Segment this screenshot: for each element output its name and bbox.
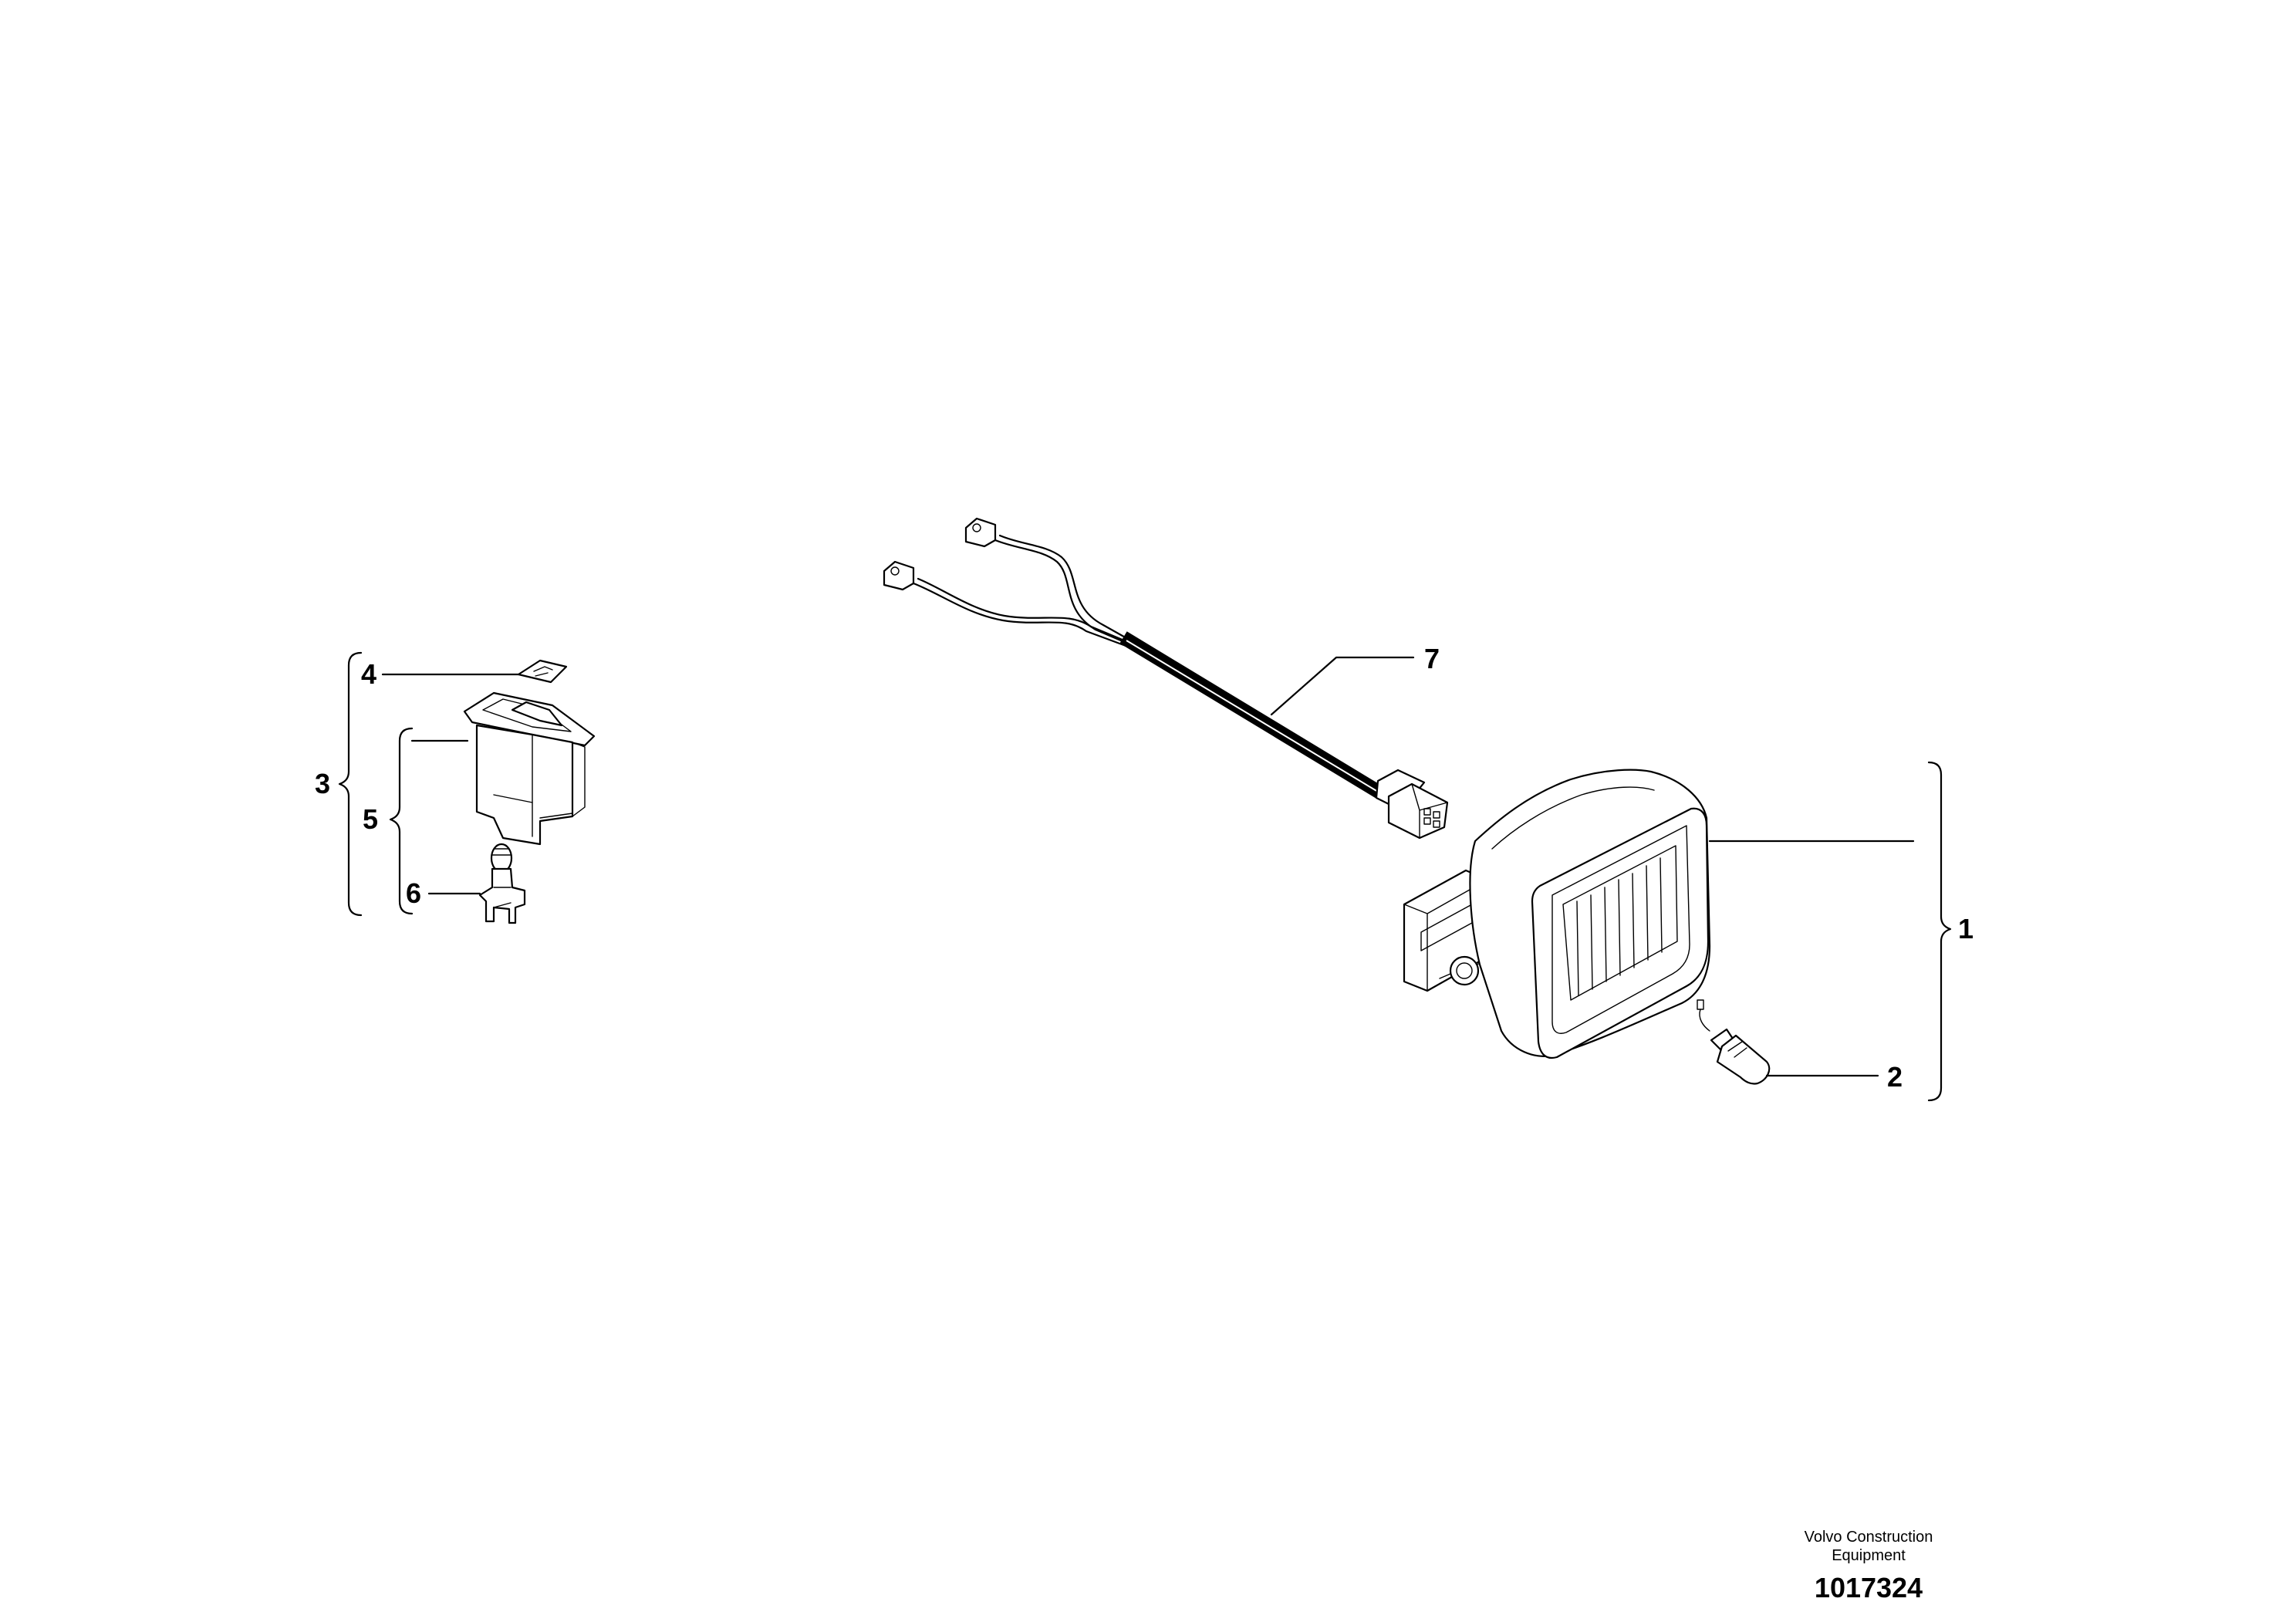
brace-item-3 (338, 651, 363, 917)
callout-5: 5 (363, 803, 378, 835)
switch-decal-icon (517, 659, 568, 684)
brand-line-2: Equipment (1832, 1547, 1906, 1564)
callout-2: 2 (1887, 1061, 1903, 1093)
callout-4: 4 (361, 658, 376, 690)
leader-7 (1270, 656, 1415, 716)
brand-line-1: Volvo Construction (1805, 1529, 1933, 1546)
rocker-switch-icon (463, 691, 596, 846)
callout-7: 7 (1424, 643, 1440, 674)
brace-item-1 (1927, 761, 1952, 1102)
lamp-bulb-icon (1697, 999, 1771, 1085)
document-number: 1017324 (1815, 1572, 1923, 1603)
callout-1: 1 (1958, 913, 1974, 944)
wiring-harness-icon (883, 517, 1449, 840)
indicator-bulb-icon (478, 843, 526, 924)
callout-6: 6 (406, 877, 421, 909)
callout-3: 3 (315, 768, 330, 799)
brace-item-5 (389, 727, 414, 915)
work-lamp-icon (1403, 769, 1711, 1059)
